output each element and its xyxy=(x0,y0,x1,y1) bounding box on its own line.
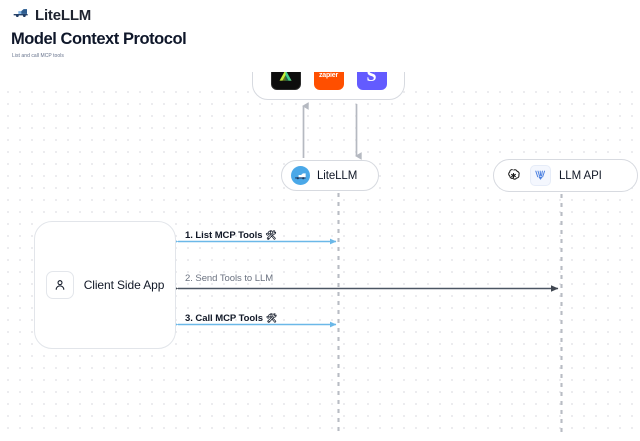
edge-1-label: 1. List MCP Tools 🛠 xyxy=(185,230,277,241)
edge-3-label: 3. Call MCP Tools 🛠 xyxy=(185,313,277,324)
page-title: Model Context Protocol xyxy=(11,30,187,48)
stripe-letter: S xyxy=(366,65,377,85)
supabase-glyph xyxy=(279,69,292,81)
litellm-truck-icon xyxy=(13,6,29,24)
litellm-truck-icon xyxy=(291,166,310,185)
brand-label: LiteLLM xyxy=(35,6,92,24)
node-llm-api[interactable]: LLM API xyxy=(493,159,638,192)
page-header: LiteLLM Model Context Protocol List and … xyxy=(0,0,640,72)
node-llm-api-label: LLM API xyxy=(559,169,602,182)
node-client-side-app[interactable]: Client Side App xyxy=(34,221,176,349)
edge-1-text: 1. List MCP Tools xyxy=(185,230,263,241)
gemini-glyph xyxy=(535,170,546,180)
user-icon xyxy=(45,271,74,299)
node-litellm[interactable]: LiteLLM xyxy=(281,160,379,191)
gemini-icon xyxy=(530,165,551,186)
truck-glyph xyxy=(13,9,28,18)
edge-3-text: 3. Call MCP Tools xyxy=(185,313,263,324)
user-glyph xyxy=(55,280,65,290)
edge-2-label: 2. Send Tools to LLM xyxy=(185,273,273,284)
tools-emoji-icon: 🛠 xyxy=(265,313,278,323)
page-subtitle: List and call MCP tools xyxy=(12,53,64,59)
openai-glyph xyxy=(508,169,520,180)
brand[interactable]: LiteLLM xyxy=(13,6,91,24)
edge-2-text: 2. Send Tools to LLM xyxy=(185,273,274,284)
tools-emoji-icon: 🛠 xyxy=(265,230,277,240)
zapier-wordmark: zapier xyxy=(318,71,339,79)
openai-icon xyxy=(503,165,524,186)
node-litellm-label: LiteLLM xyxy=(317,169,358,182)
truck-glyph xyxy=(295,173,306,180)
node-client-side-app-label: Client Side App xyxy=(83,278,165,292)
